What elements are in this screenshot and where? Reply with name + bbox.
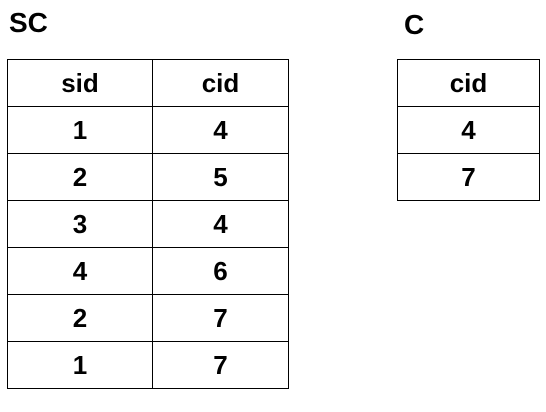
table-header-row: cid xyxy=(397,59,540,107)
table-cell-sid: 3 xyxy=(7,200,153,248)
column-header-sid: sid xyxy=(7,59,153,107)
table-row: 1 4 xyxy=(7,106,289,154)
table-cell-cid: 6 xyxy=(152,247,289,295)
table-cell-sid: 2 xyxy=(7,294,153,342)
table-row: 3 4 xyxy=(7,200,289,248)
table-cell-sid: 4 xyxy=(7,247,153,295)
table-cell-cid: 4 xyxy=(152,200,289,248)
table-row: 4 xyxy=(397,106,540,154)
table-row: 1 7 xyxy=(7,341,289,389)
table-sc: sid cid 1 4 2 5 3 4 4 6 2 7 1 7 xyxy=(7,59,289,389)
table-cell-sid: 2 xyxy=(7,153,153,201)
column-header-cid: cid xyxy=(397,59,540,107)
table-row: 2 5 xyxy=(7,153,289,201)
table-cell-sid: 1 xyxy=(7,341,153,389)
table-c: cid 4 7 xyxy=(397,59,540,201)
table-row: 7 xyxy=(397,153,540,201)
table-title-sc: SC xyxy=(9,7,48,38)
table-title-c: C xyxy=(404,9,425,40)
table-cell-cid: 7 xyxy=(397,153,540,201)
table-cell-cid: 4 xyxy=(152,106,289,154)
column-header-cid: cid xyxy=(152,59,289,107)
table-cell-cid: 5 xyxy=(152,153,289,201)
table-cell-sid: 1 xyxy=(7,106,153,154)
table-row: 4 6 xyxy=(7,247,289,295)
table-cell-cid: 7 xyxy=(152,294,289,342)
table-cell-cid: 7 xyxy=(152,341,289,389)
table-cell-cid: 4 xyxy=(397,106,540,154)
table-header-row: sid cid xyxy=(7,59,289,107)
table-row: 2 7 xyxy=(7,294,289,342)
